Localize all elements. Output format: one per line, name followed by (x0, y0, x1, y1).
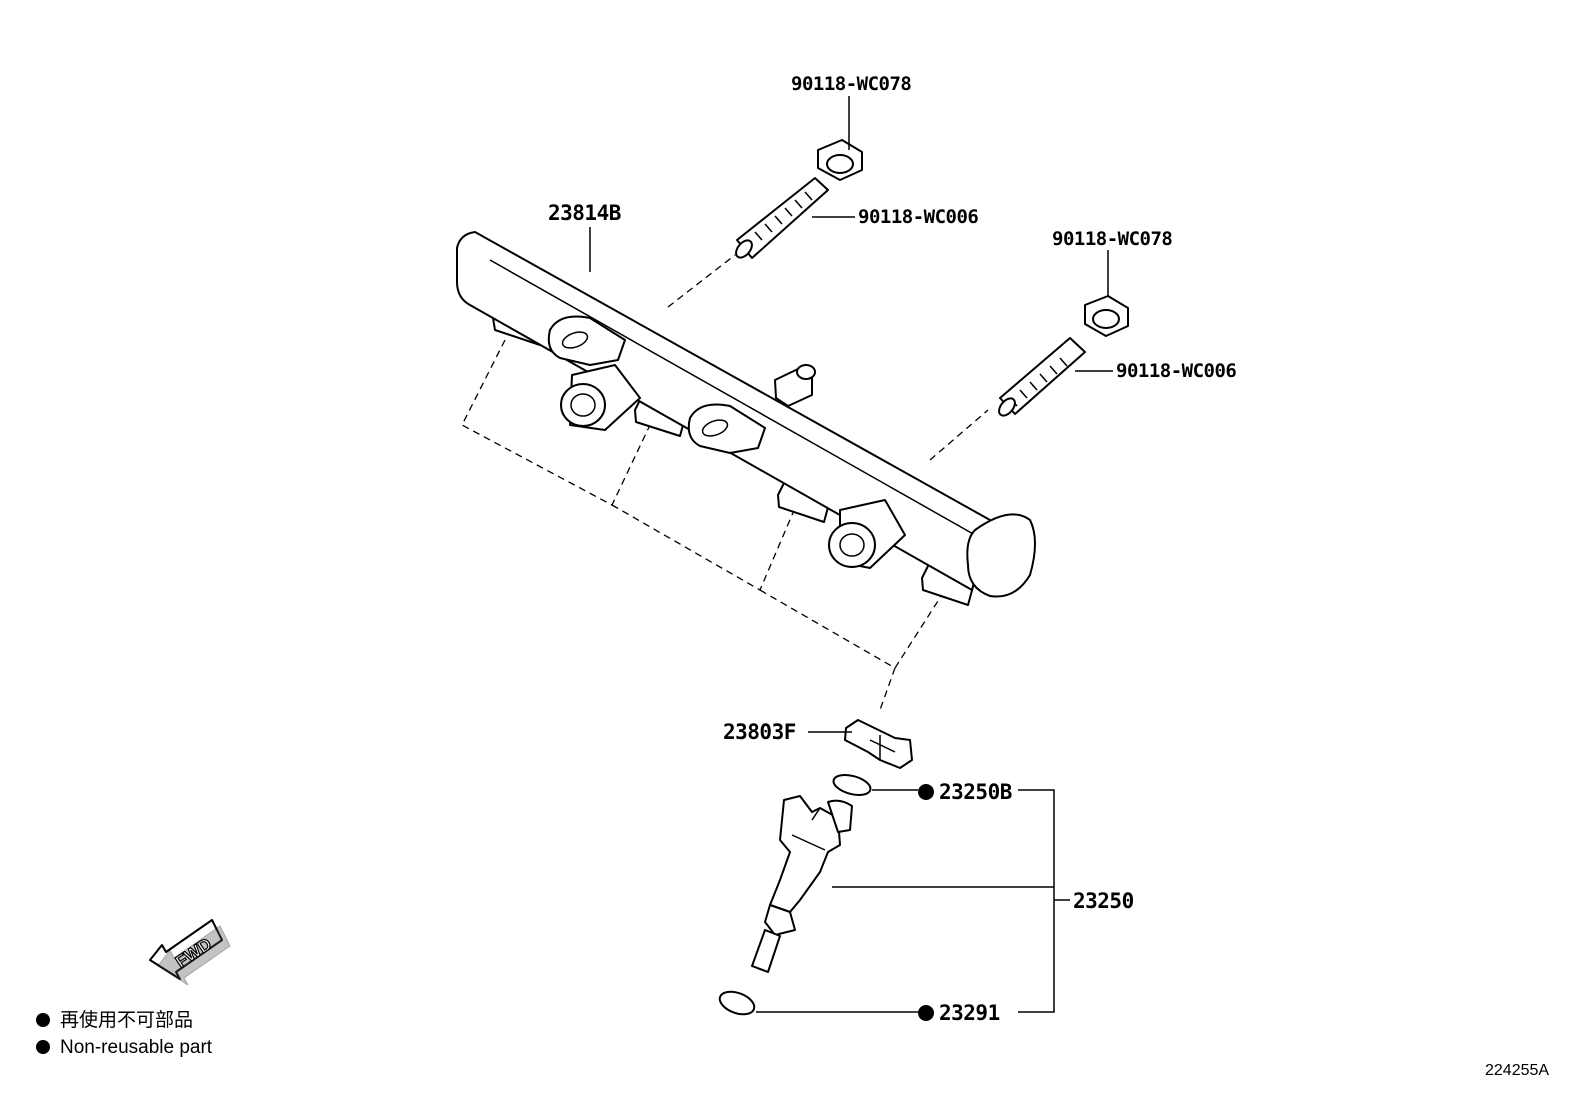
label-injector-assy: 23250 (1073, 889, 1134, 913)
label-stud-right: 90118-WC006 (1116, 360, 1236, 382)
oring-lower (718, 990, 756, 1016)
non-reusable-marker-lower (918, 1005, 934, 1021)
legend-english: Non-reusable part (60, 1037, 213, 1058)
label-oring-lower: 23291 (939, 1001, 1000, 1025)
stud-bolt-top (735, 177, 829, 259)
label-nut-top: 90118-WC078 (791, 73, 911, 95)
label-nut-right: 90118-WC078 (1052, 228, 1172, 250)
nut-top (817, 139, 863, 181)
legend: 再使用不可部品 Non-reusable part (36, 1009, 213, 1058)
fuel-injector (751, 795, 853, 973)
fuel-rail (456, 231, 1036, 606)
legend-bullet-en (36, 1040, 50, 1054)
label-oring-upper: 23250B (939, 780, 1012, 804)
label-stud-top: 90118-WC006 (858, 206, 978, 228)
nut-right (1084, 295, 1129, 337)
fwd-arrow-icon: FWD (149, 919, 231, 986)
legend-japanese: 再使用不可部品 (60, 1009, 193, 1031)
oring-upper (832, 774, 872, 796)
label-fuel-rail: 23814B (548, 201, 621, 225)
figure-id: 224255A (1485, 1062, 1549, 1079)
stud-bolt-right (998, 337, 1086, 417)
injector-clip (844, 719, 913, 769)
label-clip: 23803F (723, 720, 796, 744)
assembly-guide-lines (461, 254, 989, 711)
leader-lines (589, 96, 1113, 1013)
legend-bullet-jp (36, 1013, 50, 1027)
non-reusable-marker-upper (918, 784, 934, 800)
